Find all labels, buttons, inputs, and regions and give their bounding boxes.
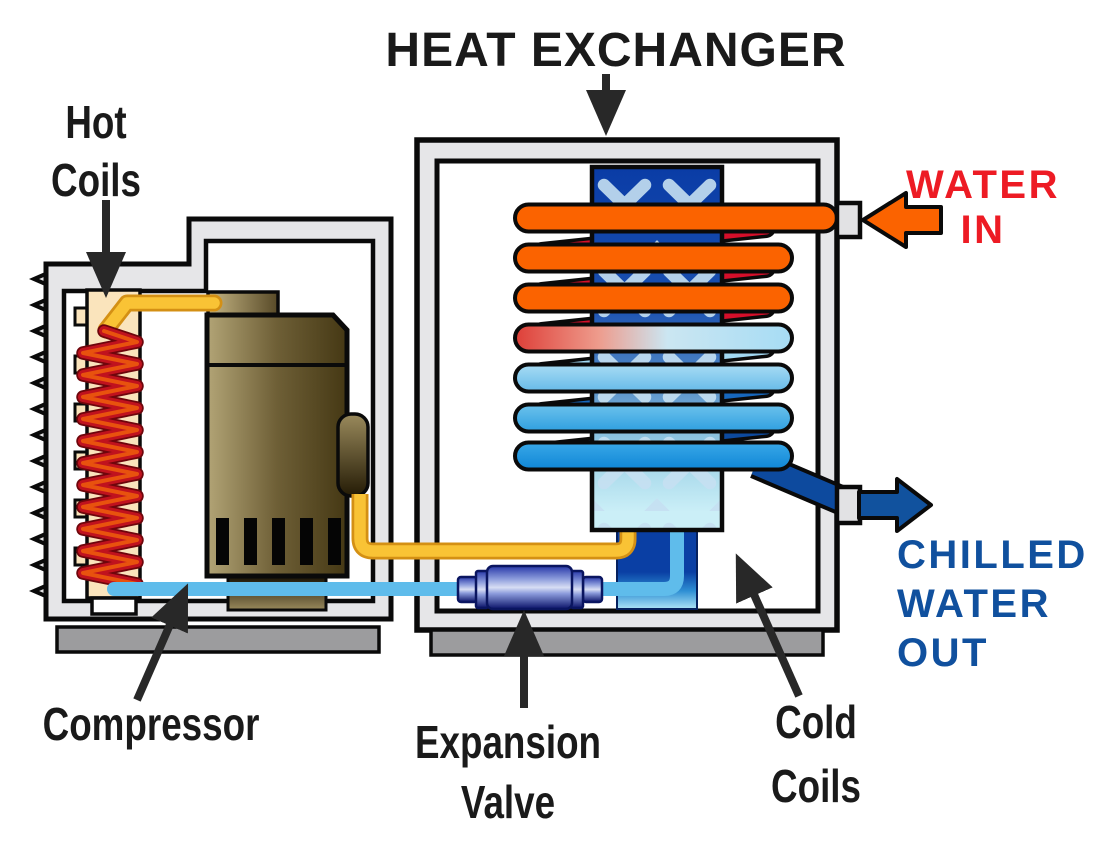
cold-coils-label: Cold Coils [771, 696, 861, 812]
label-pointer-arrows [86, 74, 803, 708]
coil-tube-cold-3 [513, 440, 794, 472]
coil-tube-hot-3 [513, 282, 794, 314]
water-in-label: WATER IN [906, 163, 1060, 252]
compressor-label: Compressor [42, 698, 260, 750]
hot-coils-label: Hot Coils [51, 96, 141, 206]
cold-coils-pointer [735, 553, 803, 698]
compressor [204, 312, 370, 612]
water-in-arrow [861, 191, 943, 249]
water-in-connector [834, 200, 863, 240]
compressor-muffler [336, 412, 370, 498]
compressor-pointer [133, 583, 189, 702]
discharge-pipe [97, 294, 223, 339]
expansion-valve [456, 564, 604, 611]
chilled-water-out-label: CHILLED WATER OUT [897, 533, 1088, 675]
coil-tube-cold-1 [513, 362, 794, 394]
condenser-unit [28, 216, 394, 654]
suction-pipe [351, 494, 637, 560]
coil-tube-hot-2 [513, 242, 794, 274]
hot-coils [76, 324, 144, 596]
compressor-vents [216, 518, 341, 565]
chilled-out-connector [834, 484, 863, 526]
diagram-title: HEAT EXCHANGER [385, 24, 847, 77]
coil-tube-hot-1 [513, 202, 839, 234]
coil-tube-transition [513, 322, 794, 354]
coil-tube-cold-2 [513, 402, 794, 434]
exchanger-base [429, 628, 825, 657]
chilled-water-out-arrow [857, 477, 933, 533]
expansion-valve-label: Expansion Valve [414, 716, 602, 828]
liquid-line-pipe [107, 513, 684, 596]
condenser-base [55, 625, 381, 654]
